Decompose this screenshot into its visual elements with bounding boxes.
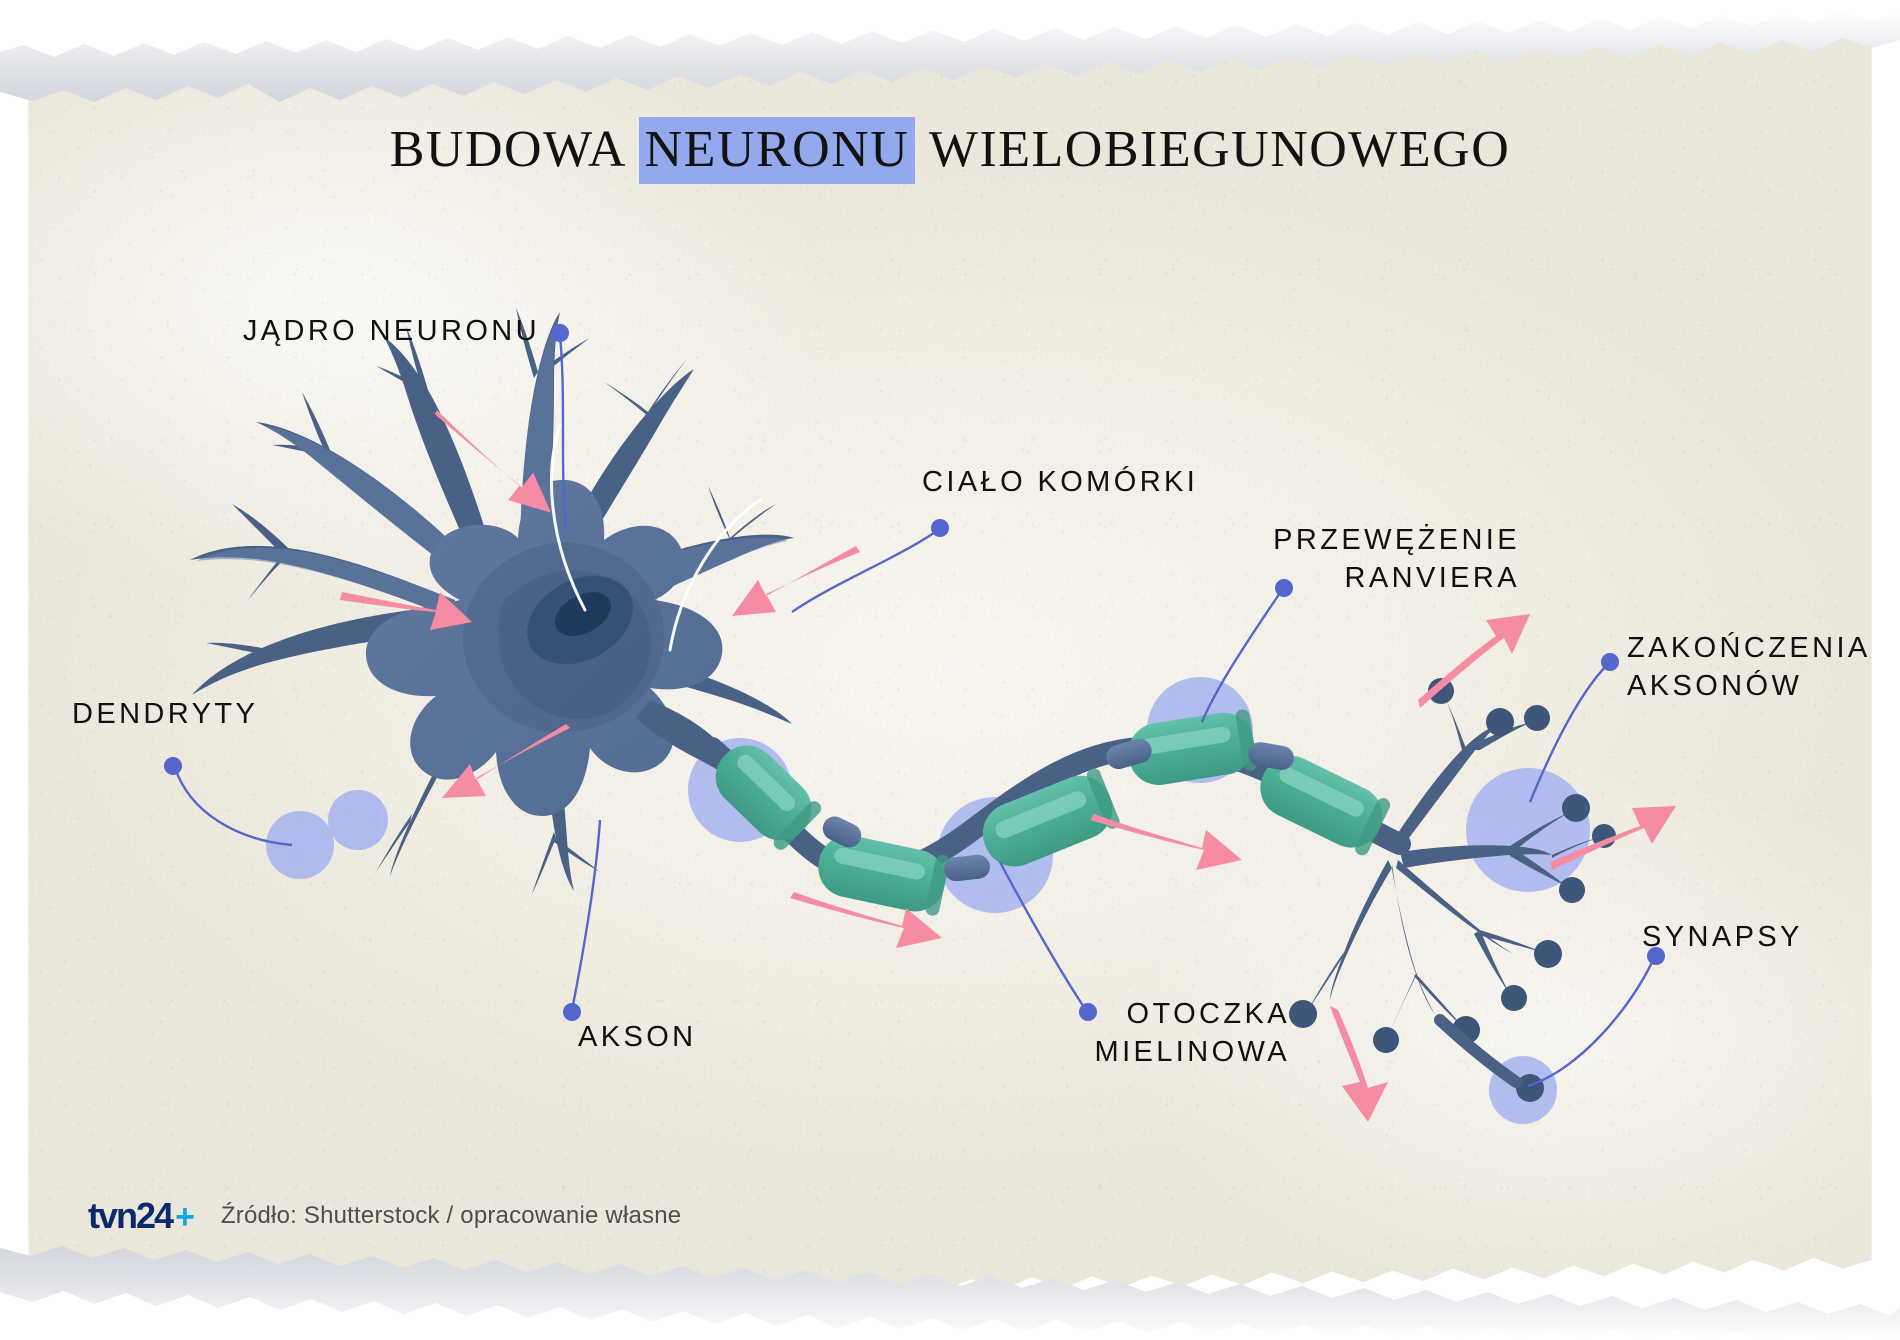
soma-leader-stroke bbox=[668, 498, 762, 652]
cell-body-soma bbox=[365, 423, 762, 816]
label-jadro-neuronu: JĄDRO NEURONU bbox=[242, 315, 540, 347]
label-otoczka-mielinowa: OTOCZKA MIELINOWA bbox=[1094, 998, 1290, 1069]
label-zakonczenia-aksonow: ZAKOŃCZENIA AKSONÓW bbox=[1627, 632, 1871, 703]
title-after: WIELOBIEGUNOWEGO bbox=[915, 121, 1511, 178]
title-before: BUDOWA bbox=[389, 121, 639, 178]
leader-dots bbox=[164, 324, 1665, 1021]
label-przewezenie-ranviera: PRZEWĘŻENIE RANVIERA bbox=[1273, 524, 1520, 595]
signal-direction-arrows bbox=[340, 410, 1676, 1122]
footer: tvn24+ Źródło: Shutterstock / opracowani… bbox=[88, 1195, 681, 1237]
source-credit: Źródło: Shutterstock / opracowanie własn… bbox=[220, 1202, 682, 1229]
nucleolus bbox=[555, 592, 611, 636]
logo-plus-icon: + bbox=[175, 1198, 195, 1236]
logo-text: tvn24 bbox=[88, 1195, 174, 1236]
myelin-sheath-segments bbox=[715, 709, 1391, 916]
tvn24-logo[interactable]: tvn24+ bbox=[88, 1195, 195, 1237]
title-highlight: NEURONU bbox=[638, 117, 916, 184]
label-synapsy: SYNAPSY bbox=[1642, 921, 1803, 953]
label-akson: AKSON bbox=[578, 1021, 697, 1053]
nucleus-leader-stroke bbox=[550, 423, 587, 612]
leader-lines bbox=[173, 334, 1656, 1088]
label-cialo-komorki: CIAŁO KOMÓRKI bbox=[922, 466, 1199, 498]
nodes-of-ranvier bbox=[822, 738, 1294, 882]
axon-terminals bbox=[1308, 696, 1598, 1036]
page-title: BUDOWA NEURONU WIELOBIEGUNOWEGO bbox=[0, 117, 1900, 184]
terminal-lower-branch bbox=[1434, 1014, 1522, 1088]
label-dendryty: DENDRYTY bbox=[72, 698, 259, 730]
